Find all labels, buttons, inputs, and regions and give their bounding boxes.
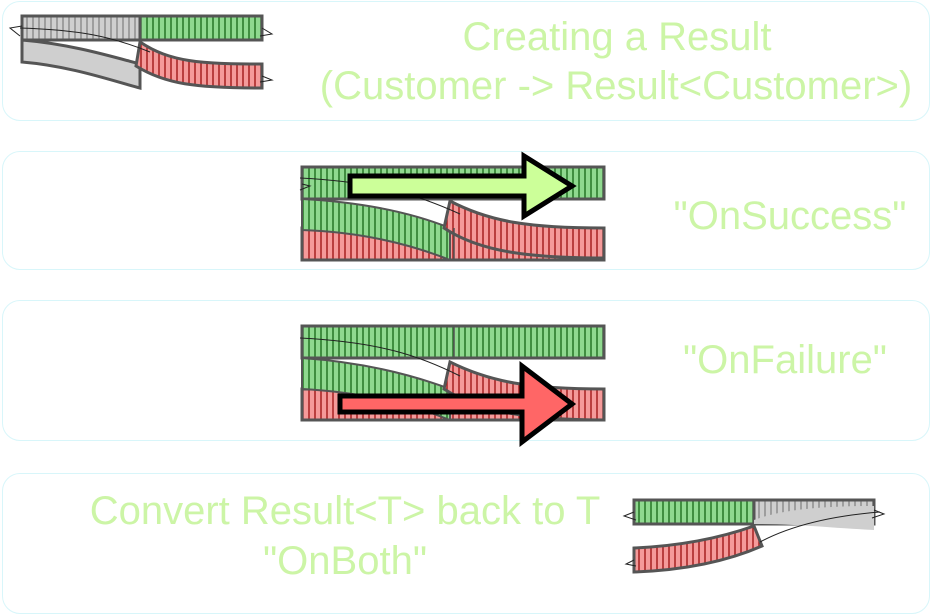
panel-on-both bbox=[2, 473, 930, 614]
caption-creating-result: Creating a Result bbox=[462, 15, 772, 59]
caption-on-both: "OnBoth" bbox=[262, 539, 428, 583]
caption-customer-result: (Customer -> Result<Customer>) bbox=[319, 64, 913, 108]
caption-on-success: "OnSuccess" bbox=[673, 194, 907, 238]
caption-convert-result: Convert Result<T> back to T bbox=[89, 489, 601, 533]
caption-on-failure: "OnFailure" bbox=[682, 338, 888, 382]
